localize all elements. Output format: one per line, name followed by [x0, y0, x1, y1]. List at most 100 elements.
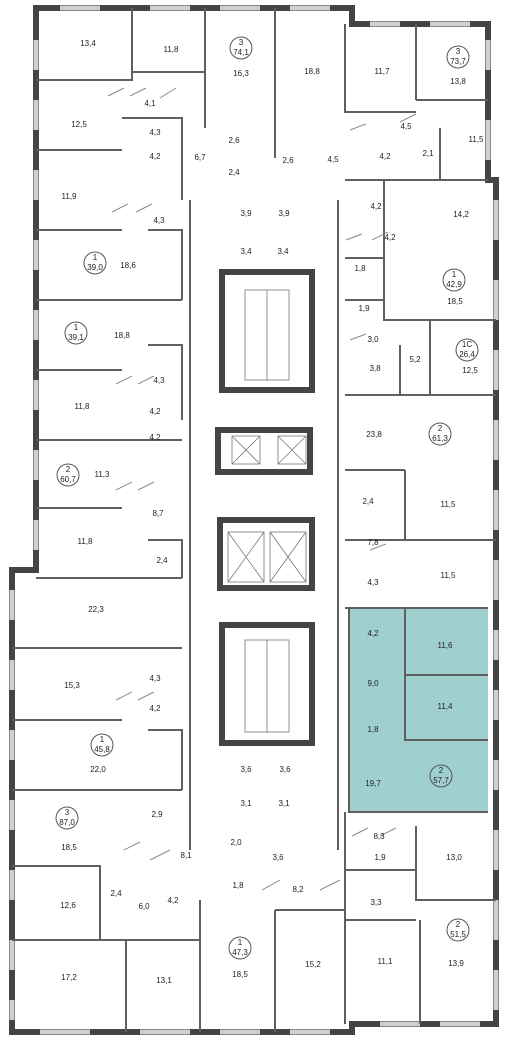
room-area: 4,2 [149, 407, 161, 416]
room-area: 22,3 [88, 605, 104, 614]
room-area: 2,4 [156, 556, 168, 565]
room-area: 11,4 [438, 702, 454, 711]
room-area: 17,2 [61, 973, 77, 982]
room-area: 18,6 [120, 261, 136, 270]
room-area: 2,0 [230, 838, 242, 847]
apartment-rooms: 2 [66, 465, 71, 474]
apartment-highlight[interactable] [349, 608, 488, 812]
apartment-badge-a2[interactable]: 3 73,7 [446, 45, 470, 69]
room-area: 11,7 [375, 67, 391, 76]
apartment-area: 42,9 [446, 280, 462, 289]
apartment-rooms: 1 [93, 253, 98, 262]
room-area: 8,7 [152, 509, 164, 518]
apartment-rooms: 1C [462, 340, 472, 349]
room-area: 8,1 [180, 851, 192, 860]
room-area: 3,6 [240, 765, 252, 774]
room-area: 4,3 [149, 128, 161, 137]
room-area: 3,1 [240, 799, 252, 808]
apartment-rooms: 1 [452, 270, 457, 279]
room-area: 4,2 [149, 704, 161, 713]
room-area: 4,2 [149, 152, 161, 161]
room-area: 2,4 [362, 497, 374, 506]
apartment-badge-a3[interactable]: 1 39,0 [83, 251, 107, 275]
apartment-badge-a8[interactable]: 2 60,7 [56, 463, 80, 487]
room-area: 13,9 [448, 959, 464, 968]
apartment-badge-a9[interactable]: 2 57,7 [429, 764, 453, 788]
room-area: 18,5 [447, 297, 463, 306]
room-area: 4,5 [327, 155, 339, 164]
room-area: 11,8 [78, 537, 94, 546]
apartment-rooms: 2 [439, 766, 444, 775]
room-area: 3,4 [277, 247, 289, 256]
room-area: 4,3 [367, 578, 379, 587]
room-area: 2,9 [151, 810, 163, 819]
apartment-badge-a4[interactable]: 1 42,9 [442, 268, 466, 292]
room-area: 11,6 [438, 641, 454, 650]
room-area: 13,1 [156, 976, 172, 985]
apartment-area: 45,8 [94, 745, 110, 754]
room-area: 5,2 [409, 355, 421, 364]
room-area: 15,3 [64, 681, 80, 690]
room-area: 13,4 [80, 39, 96, 48]
room-area: 1,8 [367, 725, 379, 734]
room-area: 11,8 [75, 402, 91, 411]
room-area: 7,8 [367, 538, 379, 547]
apartment-area: 61,3 [432, 434, 448, 443]
stair-core-bottom [219, 622, 315, 746]
elevator-block-small [215, 427, 313, 475]
apartment-area: 47,3 [232, 948, 248, 957]
apartment-area: 57,7 [433, 776, 449, 785]
outer-walls [9, 5, 499, 1035]
apartment-rooms: 1 [100, 735, 105, 744]
apartment-badge-a6[interactable]: 1C 26,4 [455, 338, 479, 362]
room-area: 3,3 [370, 898, 382, 907]
room-area: 4,3 [149, 674, 161, 683]
room-area: 3,0 [367, 335, 379, 344]
room-area: 12,5 [71, 120, 87, 129]
room-area: 18,8 [114, 331, 130, 340]
door-swings [107, 87, 417, 891]
apartment-badge-a12[interactable]: 1 47,3 [228, 936, 252, 960]
apartment-rooms: 1 [238, 938, 243, 947]
room-area: 3,8 [369, 364, 381, 373]
apartment-rooms: 2 [456, 920, 461, 929]
room-area: 18,5 [61, 843, 77, 852]
room-area: 11,5 [441, 571, 457, 580]
apartment-area: 60,7 [60, 475, 76, 484]
apartment-rooms: 3 [65, 808, 70, 817]
room-area: 4,1 [144, 99, 156, 108]
elevator-block-large [217, 517, 315, 591]
apartment-badge-a13[interactable]: 2 51,5 [446, 918, 470, 942]
room-area: 11,5 [469, 135, 485, 144]
room-area: 15,2 [305, 960, 321, 969]
apartment-badge-a10[interactable]: 1 45,8 [90, 733, 114, 757]
room-area: 11,5 [441, 500, 457, 509]
apartment-badge-a11[interactable]: 3 87,0 [55, 806, 79, 830]
room-area: 19,7 [365, 779, 381, 788]
room-area: 1,8 [354, 264, 366, 273]
apartment-rooms: 2 [438, 424, 443, 433]
room-area: 11,3 [95, 470, 111, 479]
room-area: 3,1 [278, 799, 290, 808]
apartment-rooms: 1 [74, 323, 79, 332]
room-area: 8,2 [292, 885, 304, 894]
apartment-area: 74,1 [233, 48, 249, 57]
room-area: 3,9 [278, 209, 290, 218]
room-area: 14,2 [453, 210, 469, 219]
apartment-area: 73,7 [450, 57, 466, 66]
room-area: 18,5 [232, 970, 248, 979]
apartment-badge-a1[interactable]: 3 74,1 [229, 36, 253, 60]
apartment-badge-a7[interactable]: 2 61,3 [428, 422, 452, 446]
room-area: 6,0 [138, 902, 150, 911]
room-area: 12,5 [462, 366, 478, 375]
room-area: 2,1 [422, 149, 434, 158]
room-area: 13,8 [450, 77, 466, 86]
room-area: 3,4 [240, 247, 252, 256]
room-area: 2,4 [110, 889, 122, 898]
apartment-badge-a5[interactable]: 1 39,1 [64, 321, 88, 345]
room-area: 22,0 [90, 765, 106, 774]
room-area: 23,8 [366, 430, 382, 439]
room-area: 4,2 [149, 433, 161, 442]
room-area: 4,5 [400, 122, 412, 131]
